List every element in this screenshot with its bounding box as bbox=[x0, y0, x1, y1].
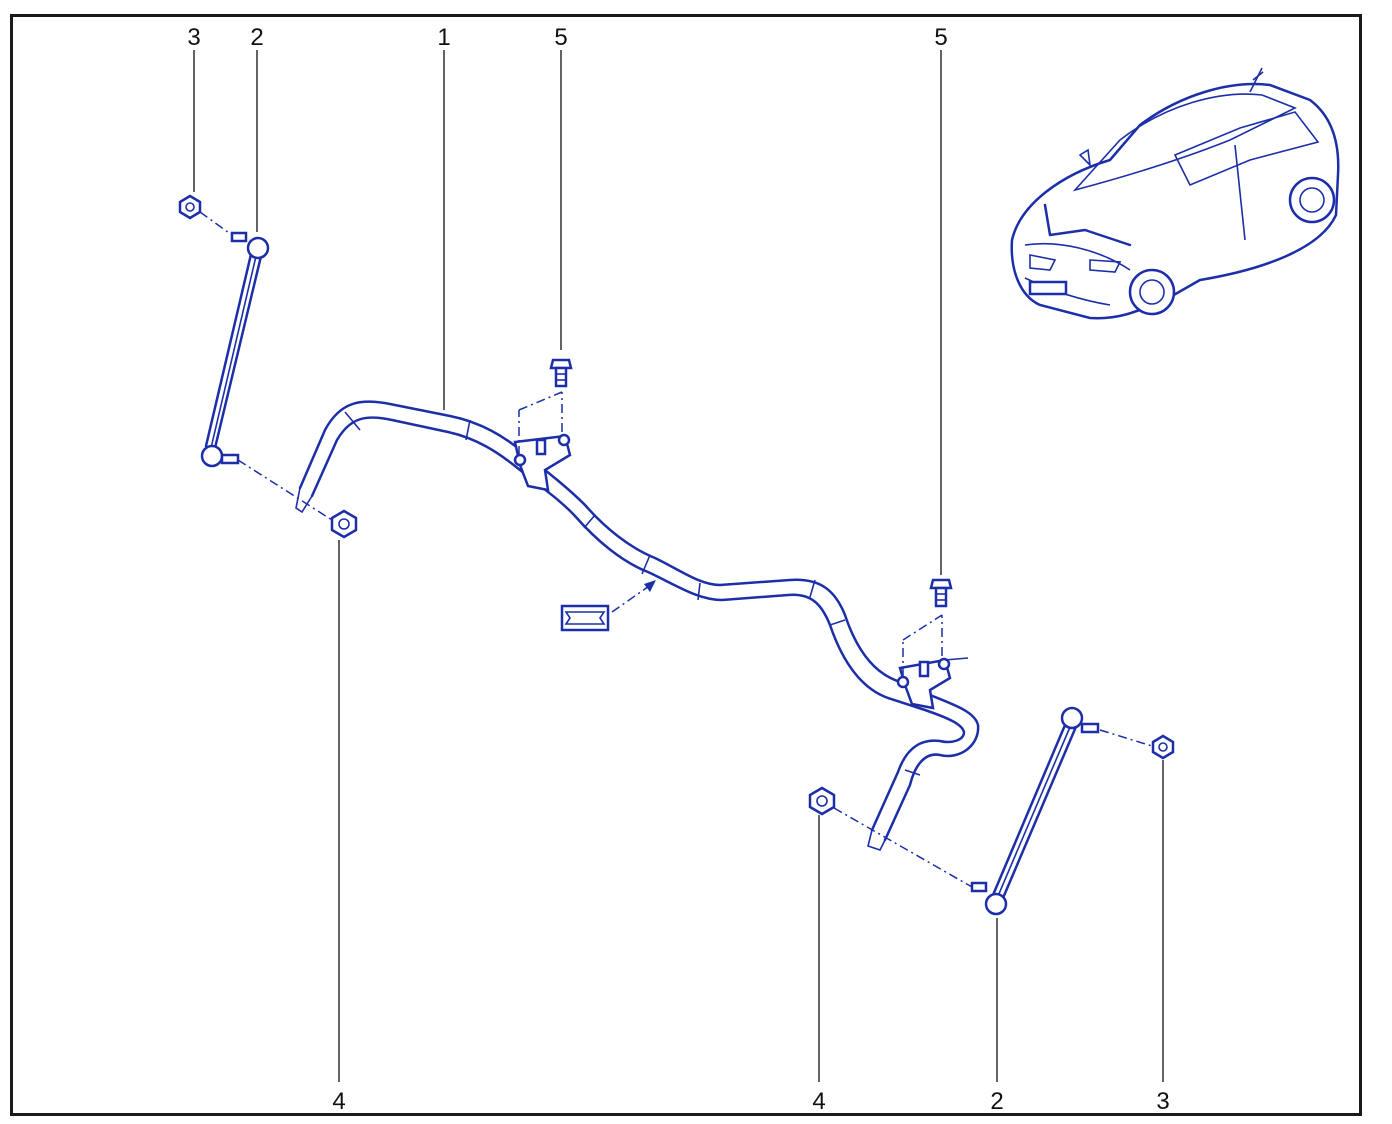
callout-1: 1 bbox=[437, 24, 451, 51]
link-rod-right bbox=[970, 706, 1100, 916]
left-bushing-clamp bbox=[513, 391, 572, 492]
leader-lines bbox=[193, 50, 1164, 1082]
callout-3-top: 3 bbox=[187, 24, 201, 51]
ref-plate-icon bbox=[560, 580, 656, 632]
nut-4-right bbox=[808, 786, 973, 888]
callout-3-bottom: 3 bbox=[1156, 1088, 1170, 1115]
callout-2-top: 2 bbox=[250, 24, 264, 51]
callout-4-right: 4 bbox=[812, 1088, 826, 1115]
right-bushing-clamp bbox=[896, 614, 969, 710]
link-rod-left bbox=[200, 231, 270, 468]
hatchback-car-icon bbox=[1010, 67, 1340, 320]
callout-4-left: 4 bbox=[332, 1088, 346, 1115]
stabilizer-bar bbox=[295, 400, 980, 851]
nut-4-left bbox=[237, 459, 358, 539]
bolt-left bbox=[549, 358, 573, 388]
nut-3-top bbox=[178, 194, 233, 236]
callout-2-bottom: 2 bbox=[990, 1088, 1004, 1115]
callout-5-right: 5 bbox=[934, 24, 948, 51]
callout-5-left: 5 bbox=[554, 24, 568, 51]
bolt-right bbox=[929, 578, 953, 608]
nut-3-bottom bbox=[1099, 729, 1175, 760]
